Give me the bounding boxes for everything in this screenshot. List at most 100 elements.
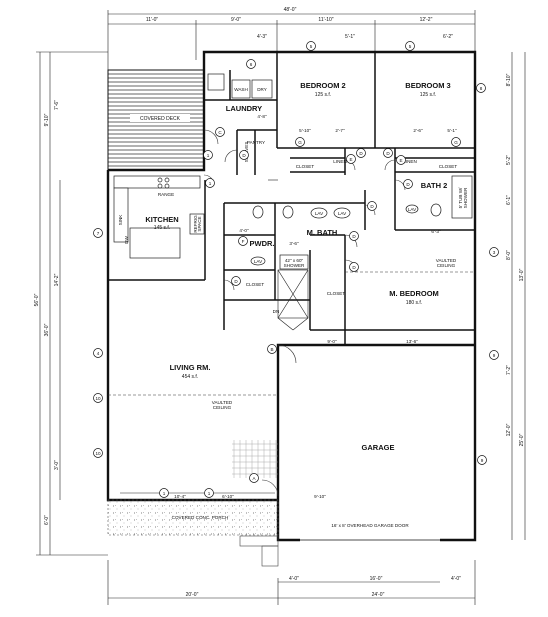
dw-label: DW — [124, 236, 129, 244]
tag-5a: 5 — [310, 44, 313, 49]
entry-tile — [232, 440, 278, 478]
dim-right-a: 8'-10" — [506, 73, 512, 86]
washer-box — [231, 79, 251, 99]
vaulted-bed-2: CEILING — [437, 263, 456, 268]
lav-label-3: LAV — [254, 259, 263, 264]
lav-label-2: LAV — [338, 211, 347, 216]
room-bedroom3-area: 125 s.f. — [420, 92, 436, 98]
lav-label-4: LAV — [408, 207, 417, 212]
dim-right-h: 12'-0" — [506, 423, 512, 436]
tag-d2: D — [359, 151, 363, 156]
tag-d5: D — [370, 204, 374, 209]
room-labels: BEDROOM 2 125 s.f. BEDROOM 3 125 s.f. LA… — [145, 81, 450, 452]
room-pwdr-name: PWDR. — [250, 239, 275, 248]
dim-right-f: 8'-0" — [506, 250, 512, 260]
dim-top-c: 11'-10" — [318, 17, 333, 23]
mbath-shower — [279, 254, 309, 270]
covered-porch — [107, 499, 279, 536]
room-mbedroom-area: 180 s.f. — [406, 300, 422, 306]
space-label: SPACE — [197, 216, 202, 231]
tag-4: 4 — [97, 351, 100, 356]
interior-walls — [108, 52, 475, 500]
dryer-box — [251, 79, 273, 99]
dim-right-c: 6'-1" — [506, 195, 512, 205]
dim-left-c: 9'-10" — [44, 113, 50, 126]
tag-1: 1 — [207, 153, 210, 158]
tag-g1: G — [298, 140, 302, 145]
deck-label-bg — [130, 114, 190, 122]
tag-10a: 10 — [95, 396, 101, 401]
fixtures — [113, 73, 473, 270]
vaulted-living-1: VAULTED — [212, 400, 233, 405]
dim-left-d: 7'-6" — [54, 100, 60, 110]
lav-mbath-1 — [310, 207, 328, 219]
room-living-area: 454 s.f. — [182, 374, 198, 380]
tag-a: A — [252, 476, 256, 481]
room-living-name: LIVING RM. — [170, 363, 211, 372]
room-pantry-name: PANTRY — [247, 140, 265, 145]
room-garage-name: GARAGE — [362, 443, 395, 452]
tag-c: C — [218, 130, 222, 135]
room-bedroom3-name: BEDROOM 3 — [405, 81, 450, 90]
room-kitchen-area: 145 s.f. — [154, 225, 170, 231]
tag-d7: D — [352, 265, 356, 270]
fixture-labels: WASH DRY RANGE SINK DW REFRIG SPACE SHEL… — [118, 87, 468, 410]
interior-dimension-labels: 9'-10" 10'-4" 6'-10" 9'-0" 13'-6" 4'-8" … — [174, 114, 457, 499]
dim-top-d: 12'-2" — [420, 17, 433, 23]
kitchen-counter-top — [113, 175, 201, 189]
tag-d8: D — [234, 279, 238, 284]
laundry-sink — [207, 73, 225, 91]
room-bath2-name: BATH 2 — [421, 181, 448, 190]
stair-dn-label: DN — [273, 309, 280, 314]
dim-left-a: 36'-0" — [44, 323, 50, 336]
dimension-labels: 48'-0" 11'-0" 9'-0" 11'-10" 12'-2" 4'-3"… — [34, 7, 525, 598]
dim-bottom-b: 16'-0" — [370, 576, 383, 582]
room-mbedroom-name: M. BEDROOM — [389, 289, 439, 298]
dim-bottom-c: 4'-0" — [451, 576, 461, 582]
dim-top-overall: 48'-0" — [284, 7, 297, 13]
mbath-shower-label: SHOWER — [284, 263, 305, 268]
dim-bath-a: 6'-3" — [431, 229, 441, 234]
dim-mbath-a: 4'-0" — [239, 228, 249, 233]
dry-label: DRY — [257, 87, 267, 92]
tag-b: B — [270, 347, 273, 352]
tag-3: 3 — [493, 250, 496, 255]
closet-label-pwdr: CLOSET — [246, 282, 265, 287]
tag-1d: 1 — [208, 491, 211, 496]
dim-top-e: 4'-3" — [257, 34, 267, 40]
dim-right-d: 13'-0" — [519, 268, 525, 281]
dim-left-f: 3'-0" — [54, 460, 60, 470]
covered-deck-label: COVERED DECK — [140, 116, 181, 122]
dim-top-b: 9'-0" — [231, 17, 241, 23]
tag-d3: D — [386, 151, 390, 156]
tag-5b: 5 — [409, 44, 412, 49]
room-mbath-name: M. BATH — [307, 228, 338, 237]
dim-top-f: 5'-1" — [345, 34, 355, 40]
tags — [93, 41, 499, 498]
dim-br-d: 2'-6" — [413, 128, 423, 133]
lav-mbath-2 — [333, 207, 351, 219]
room-kitchen-name: KITCHEN — [145, 215, 178, 224]
tag-d1: D — [242, 153, 246, 158]
steps — [239, 535, 279, 567]
room-bedroom2-name: BEDROOM 2 — [300, 81, 345, 90]
dim-top-g: 6'-2" — [443, 34, 453, 40]
dim-bottom-right: 24'-0" — [372, 592, 385, 598]
tag-10b: 10 — [95, 451, 101, 456]
dim-top-a: 11'-0" — [146, 17, 159, 23]
dim-left-b: 14'-2" — [54, 273, 60, 286]
stair — [268, 179, 309, 331]
dim-mbed-c: 4'-8" — [257, 114, 267, 119]
lav-pwdr — [250, 256, 266, 266]
dim-bottom-left: 20'-0" — [186, 592, 199, 598]
tag-e1: E — [349, 157, 352, 162]
dim-porch-a: 9'-10" — [314, 494, 326, 499]
garage-door-label: 16' x 8' OVERHEAD GARAGE DOOR — [331, 523, 409, 528]
dim-mbed-b: 13'-6" — [406, 339, 418, 344]
tag-f: F — [242, 239, 245, 244]
closet-label-master: CLOSET — [327, 291, 346, 296]
kitchen-counter-left — [113, 187, 129, 243]
dim-right-g: 7'-2" — [506, 365, 512, 375]
dim-right-b: 5'-2" — [506, 155, 512, 165]
